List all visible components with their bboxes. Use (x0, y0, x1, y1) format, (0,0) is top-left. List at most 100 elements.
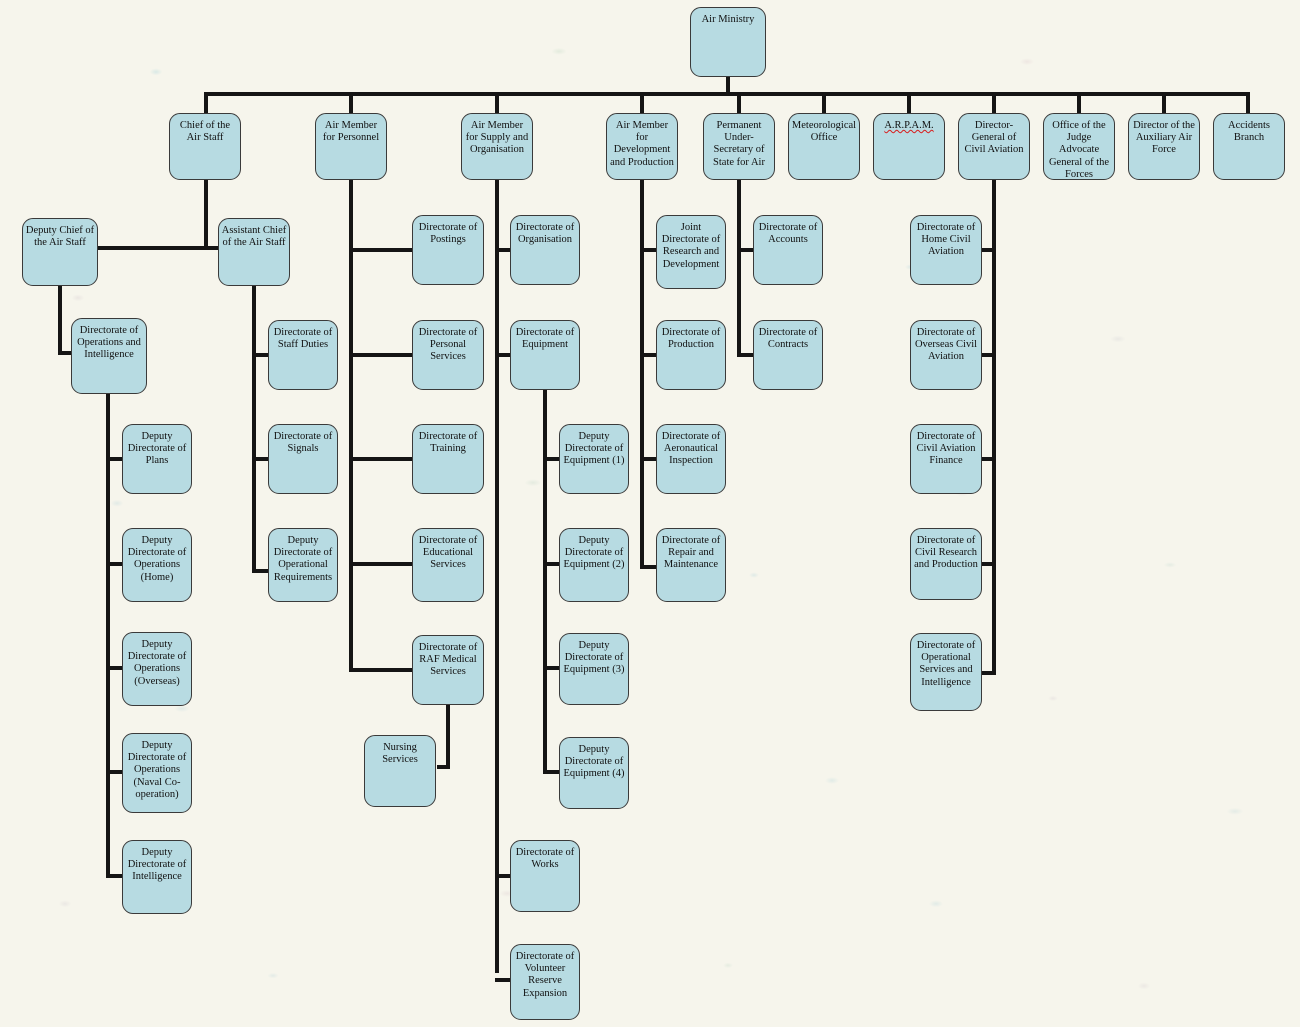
node-deputy-directorate-of-equipment-3[interactable]: Deputy Directorate of Equipment (3) (559, 633, 629, 705)
connector-stub-postings (349, 248, 413, 252)
connector-stub-training (349, 457, 413, 461)
connector-dgca-spine (992, 179, 996, 675)
node-directorate-of-educational-services[interactable]: Directorate of Educational Services (412, 528, 484, 602)
node-accidents-branch[interactable]: Accidents Branch (1213, 113, 1285, 180)
connector-drop-dgca (992, 92, 996, 113)
node-deputy-directorate-of-operations-home[interactable]: Deputy Directorate of Operations (Home) (122, 528, 192, 602)
connector-stub-civil-finance (978, 457, 996, 461)
connector-stub-dd-eq2 (543, 562, 561, 566)
connector-stub-personal-services (349, 353, 413, 357)
node-deputy-chief-of-the-air-staff[interactable]: Deputy Chief of the Air Staff (22, 218, 98, 286)
connector-stub-home-civil (978, 248, 996, 252)
node-directorate-of-civil-aviation-finance[interactable]: Directorate of Civil Aviation Finance (910, 424, 982, 494)
node-directorate-of-organisation[interactable]: Directorate of Organisation (510, 215, 580, 285)
node-directorate-of-staff-duties[interactable]: Directorate of Staff Duties (268, 320, 338, 390)
connector-stub-dd-ops-naval (106, 770, 124, 774)
connector-stub-joint-research (640, 248, 658, 252)
connector-stub-dd-plans (106, 457, 124, 461)
connector-drop-supply (495, 92, 499, 113)
node-deputy-directorate-of-operational-requirements[interactable]: Deputy Directorate of Operational Requir… (268, 528, 338, 602)
node-nursing-services[interactable]: Nursing Services (364, 735, 436, 807)
node-directorate-of-signals[interactable]: Directorate of Signals (268, 424, 338, 494)
node-office-of-the-judge-advocate-general-of-the-forces[interactable]: Office of the Judge Advocate General of … (1043, 113, 1115, 180)
node-deputy-directorate-of-equipment-1[interactable]: Deputy Directorate of Equipment (1) (559, 424, 629, 494)
node-deputy-directorate-of-operations-overseas[interactable]: Deputy Directorate of Operations (Overse… (122, 632, 192, 706)
node-deputy-directorate-of-plans[interactable]: Deputy Directorate of Plans (122, 424, 192, 494)
node-deputy-directorate-of-operations-naval-co-operation[interactable]: Deputy Directorate of Operations (Naval … (122, 733, 192, 813)
connector-stub-works (495, 874, 511, 878)
connector-drop-auxiliary (1162, 92, 1166, 113)
node-directorate-of-home-civil-aviation[interactable]: Directorate of Home Civil Aviation (910, 215, 982, 285)
node-directorate-of-overseas-civil-aviation[interactable]: Directorate of Overseas Civil Aviation (910, 320, 982, 390)
connector-stub-overseas-civil (978, 353, 996, 357)
connector-main-bus (204, 92, 1250, 96)
connector-pus-spine (737, 179, 741, 357)
connector-personnel-spine (349, 179, 353, 672)
node-directorate-of-civil-research-and-production[interactable]: Directorate of Civil Research and Produc… (910, 528, 982, 600)
node-joint-directorate-of-research-and-development[interactable]: Joint Directorate of Research and Develo… (656, 215, 726, 289)
node-directorate-of-raf-medical-services[interactable]: Directorate of RAF Medical Services (412, 635, 484, 705)
connector-stub-volunteer (495, 978, 511, 982)
connector-stub-production (640, 353, 658, 357)
node-arpam[interactable]: A.R.P.A.M. (873, 113, 945, 180)
connector-equipment-spine (543, 390, 547, 774)
node-air-ministry[interactable]: Air Ministry (690, 7, 766, 77)
node-permanent-under-secretary-of-state-for-air[interactable]: Permanent Under-Secretary of State for A… (703, 113, 775, 180)
node-deputy-directorate-of-intelligence[interactable]: Deputy Directorate of Intelligence (122, 840, 192, 914)
connector-stub-raf-medical (349, 668, 413, 672)
connector-cas-cross (62, 246, 228, 250)
connector-drop-accidents (1246, 92, 1250, 113)
connector-stub-operational-services (978, 671, 996, 675)
connector-stub-signals (252, 457, 270, 461)
node-assistant-chief-of-the-air-staff[interactable]: Assistant Chief of the Air Staff (218, 218, 290, 286)
node-directorate-of-equipment[interactable]: Directorate of Equipment (510, 320, 580, 390)
node-directorate-of-postings[interactable]: Directorate of Postings (412, 215, 484, 285)
node-directorate-of-accounts[interactable]: Directorate of Accounts (753, 215, 823, 285)
connector-drop-pus (737, 92, 741, 113)
connector-drop-chief (204, 92, 208, 113)
connector-stub-dd-ops-home (106, 562, 124, 566)
node-chief-of-the-air-staff[interactable]: Chief of the Air Staff (169, 113, 241, 180)
connector-stub-aero-inspection (640, 457, 658, 461)
node-director-of-the-auxiliary-air-force[interactable]: Director of the Auxiliary Air Force (1128, 113, 1200, 180)
connector-stub-contracts (737, 353, 755, 357)
node-directorate-of-production[interactable]: Directorate of Production (656, 320, 726, 390)
node-meteorological-office[interactable]: Meteorological Office (788, 113, 860, 180)
connector-stub-dd-eq1 (543, 457, 561, 461)
connector-stub-organisation (495, 248, 511, 252)
connector-stub-repair-maintenance (640, 565, 658, 569)
connector-dcas-to-dopsint (58, 351, 78, 355)
node-directorate-of-volunteer-reserve-expansion[interactable]: Directorate of Volunteer Reserve Expansi… (510, 944, 580, 1020)
node-directorate-of-aeronautical-inspection[interactable]: Directorate of Aeronautical Inspection (656, 424, 726, 494)
connector-development-spine (640, 179, 644, 569)
node-directorate-of-works[interactable]: Directorate of Works (510, 840, 580, 912)
node-director-general-of-civil-aviation[interactable]: Director-General of Civil Aviation (958, 113, 1030, 180)
node-directorate-of-repair-and-maintenance[interactable]: Directorate of Repair and Maintenance (656, 528, 726, 602)
node-deputy-directorate-of-equipment-2[interactable]: Deputy Directorate of Equipment (2) (559, 528, 629, 602)
connector-stub-civil-research (978, 562, 996, 566)
connector-stub-accounts (737, 248, 755, 252)
connector-stub-dd-ops-overseas (106, 666, 124, 670)
connector-medical-to-nursing (437, 765, 450, 769)
node-air-member-for-supply-and-organisation[interactable]: Air Member for Supply and Organisation (461, 113, 533, 180)
connector-medical-down (446, 705, 450, 769)
node-air-member-for-development-and-production[interactable]: Air Member for Development and Productio… (606, 113, 678, 180)
connector-drop-development (640, 92, 644, 113)
node-directorate-of-operational-services-and-intelligence[interactable]: Directorate of Operational Services and … (910, 633, 982, 711)
connector-stub-dd-opreq (252, 569, 270, 573)
connector-drop-judge (1077, 92, 1081, 113)
node-directorate-of-operations-and-intelligence[interactable]: Directorate of Operations and Intelligen… (71, 318, 147, 394)
node-directorate-of-personal-services[interactable]: Directorate of Personal Services (412, 320, 484, 390)
node-directorate-of-contracts[interactable]: Directorate of Contracts (753, 320, 823, 390)
node-directorate-of-training[interactable]: Directorate of Training (412, 424, 484, 494)
node-air-member-for-personnel[interactable]: Air Member for Personnel (315, 113, 387, 180)
connector-dcas-down (58, 285, 62, 355)
connector-supply-spine (495, 179, 499, 973)
connector-stub-equipment (495, 353, 511, 357)
connector-stub-educational (349, 562, 413, 566)
connector-stub-dd-intelligence (106, 874, 124, 878)
connector-cas-down (204, 179, 208, 250)
connector-drop-personnel (349, 92, 353, 113)
node-deputy-directorate-of-equipment-4[interactable]: Deputy Directorate of Equipment (4) (559, 737, 629, 809)
